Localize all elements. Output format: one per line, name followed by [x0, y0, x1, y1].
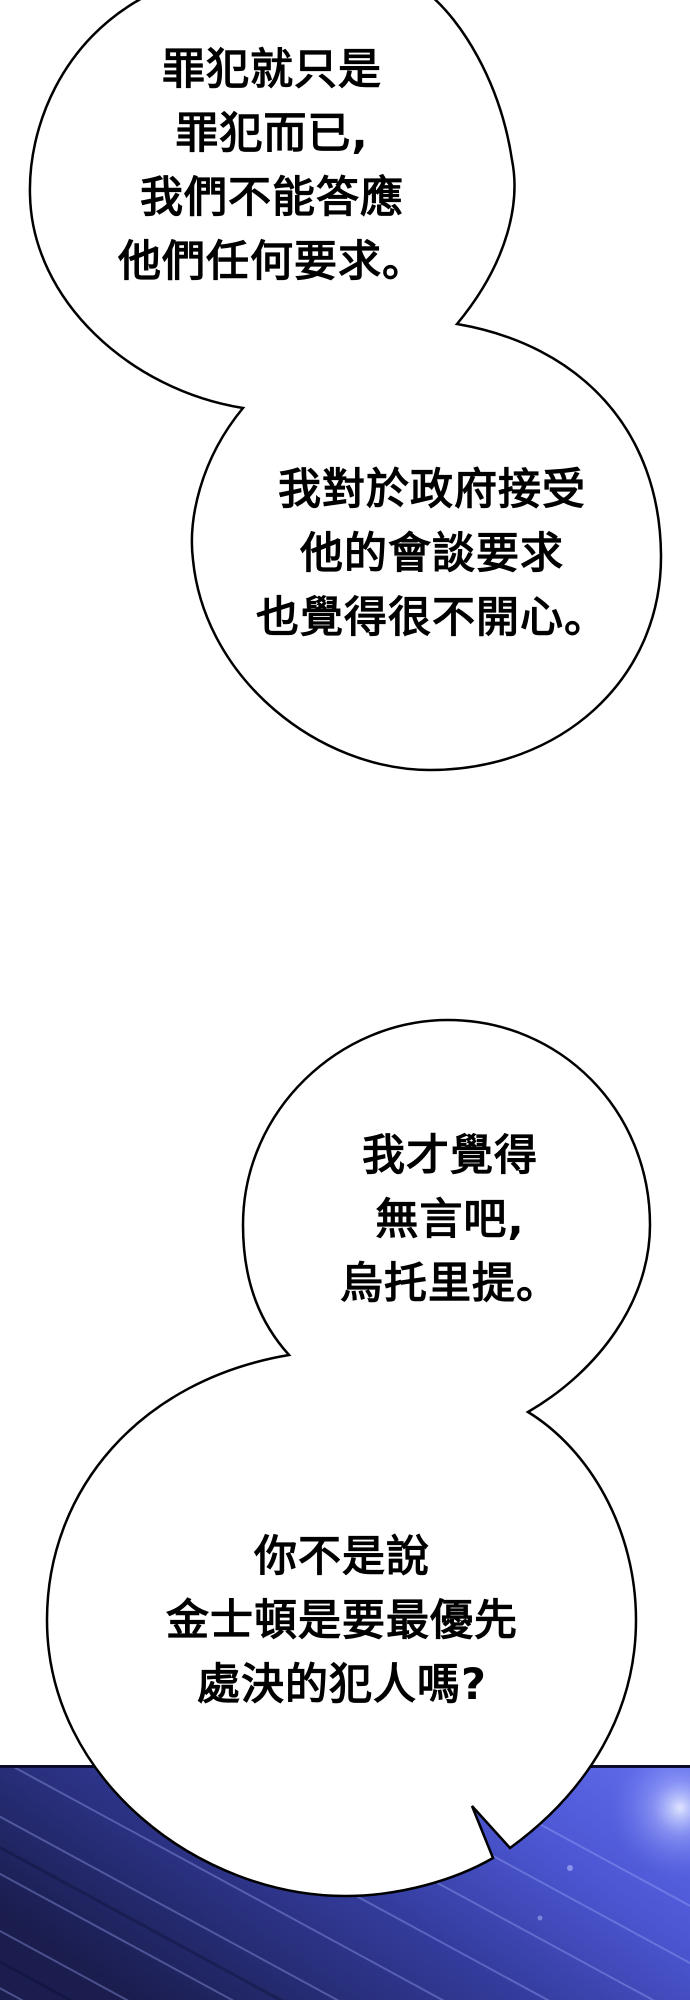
speech-bubble-2-text: 我對於政府接受 他的會談要求 也覺得很不開心。 [256, 458, 608, 650]
speech-bubble-3-4-outline [45, 1018, 652, 1898]
speech-bubble-3-text: 我才覺得 無言吧, 烏托里提。 [340, 1124, 560, 1316]
dialogue-line: 你不是說 [254, 1532, 430, 1582]
speech-bubble-4-text: 你不是說 金士頓是要最優先 處決的犯人嗎? [166, 1525, 518, 1717]
dialogue-line: 他的會談要求 [300, 529, 564, 579]
dialogue-line: 也覺得很不開心。 [256, 593, 608, 643]
dialogue-line: 罪犯就只是 [162, 45, 382, 95]
speech-bubble-1-text: 罪犯就只是 罪犯而已, 我們不能答應 他們任何要求。 [118, 38, 426, 294]
dialogue-line: 無言吧, [375, 1195, 525, 1245]
dialogue-line: 金士頓是要最優先 [166, 1596, 518, 1646]
dialogue-line: 烏托里提。 [340, 1259, 560, 1309]
dialogue-line: 我才覺得 [362, 1131, 538, 1181]
dialogue-line: 他們任何要求。 [118, 237, 426, 287]
speech-bubble-1-2-outline [28, 0, 663, 772]
dialogue-line: 我對於政府接受 [278, 465, 586, 515]
dialogue-line: 處決的犯人嗎? [197, 1660, 487, 1710]
dialogue-line: 我們不能答應 [140, 173, 404, 223]
dialogue-line: 罪犯而已, [175, 109, 369, 159]
